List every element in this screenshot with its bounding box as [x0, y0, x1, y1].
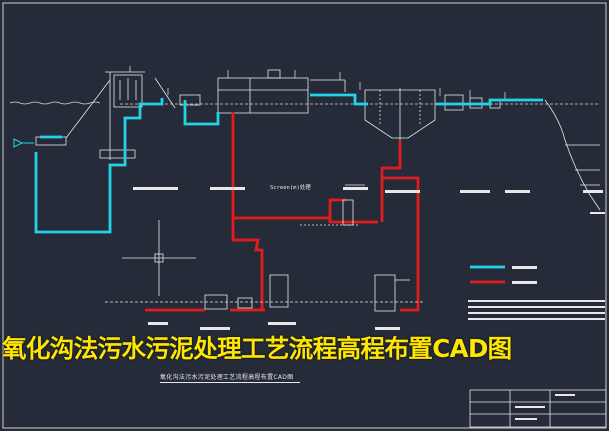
elevation-markers-top	[129, 66, 506, 100]
inlet-arrow-icon	[13, 138, 34, 148]
screen-process-label: Screen(m)处理	[270, 185, 311, 191]
outfall-river	[444, 94, 601, 211]
crosshair-cursor-icon	[122, 220, 196, 296]
annotation-bars	[133, 187, 605, 330]
banner-title: 氧化沟法污水污泥处理工艺流程高程布置CAD图	[2, 334, 512, 363]
sludge-treatment-structures	[105, 184, 425, 312]
secondary-clarifier	[364, 88, 436, 140]
water-flow-line	[34, 93, 543, 234]
drawing-subtitle: 氧化沟法污水污泥处理工艺流程高程布置CAD图	[160, 374, 294, 381]
legend	[468, 265, 605, 320]
title-block	[469, 389, 607, 428]
sludge-flow-line	[145, 112, 420, 312]
intake-structures	[35, 71, 201, 160]
subtitle-underline	[160, 382, 300, 383]
ground-line-top	[9, 101, 600, 105]
oxidation-ditch	[217, 69, 346, 114]
